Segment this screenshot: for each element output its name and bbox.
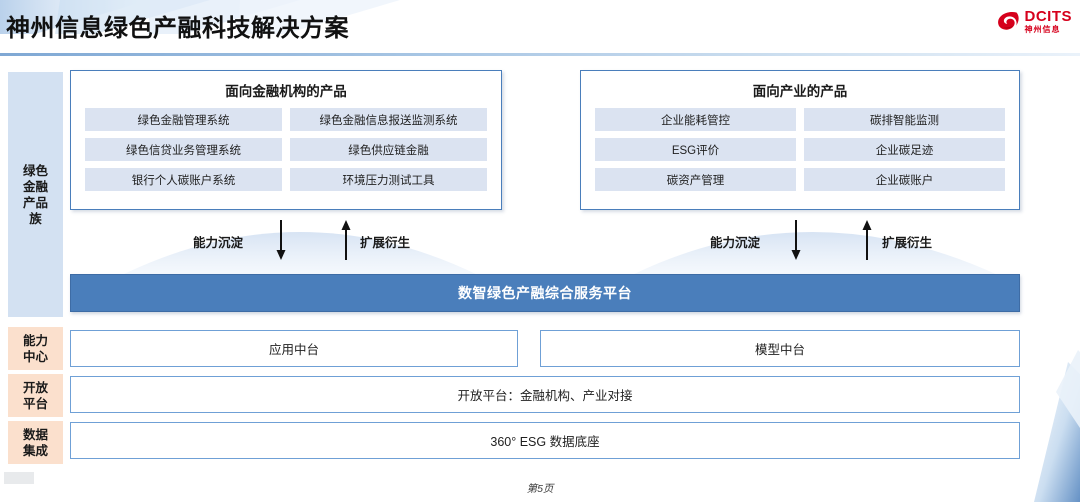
arrow-down-icon-right — [791, 220, 801, 260]
product-item[interactable]: 绿色供应链金融 — [290, 138, 487, 161]
product-item[interactable]: 银行个人碳账户系统 — [85, 168, 282, 191]
product-item[interactable]: 绿色信贷业务管理系统 — [85, 138, 282, 161]
sidebar-item-open-platform[interactable]: 开放 平台 — [8, 374, 63, 417]
layer-label-data-foundation: 360° ESG 数据底座 — [490, 435, 600, 449]
header-divider — [0, 53, 1080, 56]
platform-bar[interactable]: 数智绿色产融综合服务平台 — [70, 274, 1020, 312]
logo-cn-text: 神州信息 — [1024, 24, 1061, 34]
layer-box-data-foundation[interactable]: 360° ESG 数据底座 — [70, 422, 1020, 459]
page-title: 神州信息绿色产融科技解决方案 — [6, 15, 349, 42]
sidebar-item-data-integration[interactable]: 数据 集成 — [8, 421, 63, 464]
flow-label-capability-precipitation-left: 能力沉淀 — [193, 236, 244, 250]
flow-label-extension-derivation-right: 扩展衍生 — [882, 236, 933, 250]
platform-bar-label: 数智绿色产融综合服务平台 — [458, 285, 632, 301]
flow-label-capability-precipitation-right: 能力沉淀 — [710, 236, 761, 250]
sidebar-label-data-integration: 数据 集成 — [22, 427, 48, 458]
panel-financial-institution-products: 面向金融机构的产品 绿色金融管理系统 绿色金融信息报送监测系统 绿色信贷业务管理… — [70, 70, 502, 210]
arrow-up-icon-right — [862, 220, 872, 260]
layer-label-application-middle-platform: 应用中台 — [268, 343, 319, 357]
panel-grid-financial: 绿色金融管理系统 绿色金融信息报送监测系统 绿色信贷业务管理系统 绿色供应链金融… — [71, 108, 501, 191]
sidebar-label-green-finance-family: 绿色 金融 产品 族 — [22, 163, 48, 226]
layer-label-open-platform: 开放平台：金融机构、产业对接 — [457, 389, 633, 403]
arrow-up-icon-left — [341, 220, 351, 260]
dcits-swirl-icon — [997, 11, 1019, 30]
layer-label-model-middle-platform: 模型中台 — [754, 343, 805, 357]
product-item[interactable]: 绿色金融信息报送监测系统 — [290, 108, 487, 131]
footer-page-number: 第5页 — [526, 483, 554, 495]
layer-box-application-middle-platform[interactable]: 应用中台 — [70, 330, 518, 367]
corner-chip-decoration — [4, 472, 34, 484]
sidebar-item-ability-center[interactable]: 能力 中心 — [8, 327, 63, 370]
product-item[interactable]: 企业能耗管控 — [595, 108, 796, 131]
slide-header: 神州信息绿色产融科技解决方案 DCITS 神州信息 — [0, 0, 1080, 56]
sidebar-label-ability-center: 能力 中心 — [22, 333, 48, 364]
sidebar-item-green-finance-family[interactable]: 绿色 金融 产品 族 — [8, 72, 63, 317]
flow-label-extension-derivation-left: 扩展衍生 — [360, 236, 411, 250]
panel-title-financial: 面向金融机构的产品 — [225, 84, 347, 99]
brand-logo: DCITS 神州信息 — [995, 8, 1073, 34]
logo-en-text: DCITS — [1024, 7, 1072, 25]
product-item[interactable]: 环境压力测试工具 — [290, 168, 487, 191]
arrow-down-icon-left — [276, 220, 286, 260]
header-swoosh-decoration — [0, 0, 400, 34]
logo-text-block: DCITS 神州信息 — [1025, 9, 1073, 34]
product-item[interactable]: 企业碳足迹 — [804, 138, 1005, 161]
product-item[interactable]: ESG评价 — [595, 138, 796, 161]
product-item[interactable]: 碳资产管理 — [595, 168, 796, 191]
panel-title-industry: 面向产业的产品 — [752, 84, 848, 99]
panel-grid-industry: 企业能耗管控 碳排智能监测 ESG评价 企业碳足迹 碳资产管理 企业碳账户 — [581, 108, 1019, 191]
product-item[interactable]: 碳排智能监测 — [804, 108, 1005, 131]
layer-box-open-platform[interactable]: 开放平台：金融机构、产业对接 — [70, 376, 1020, 413]
sidebar-label-open-platform: 开放 平台 — [22, 380, 48, 411]
panel-industry-products: 面向产业的产品 企业能耗管控 碳排智能监测 ESG评价 企业碳足迹 碳资产管理 … — [580, 70, 1020, 210]
product-item[interactable]: 企业碳账户 — [804, 168, 1005, 191]
layer-box-model-middle-platform[interactable]: 模型中台 — [540, 330, 1020, 367]
product-item[interactable]: 绿色金融管理系统 — [85, 108, 282, 131]
